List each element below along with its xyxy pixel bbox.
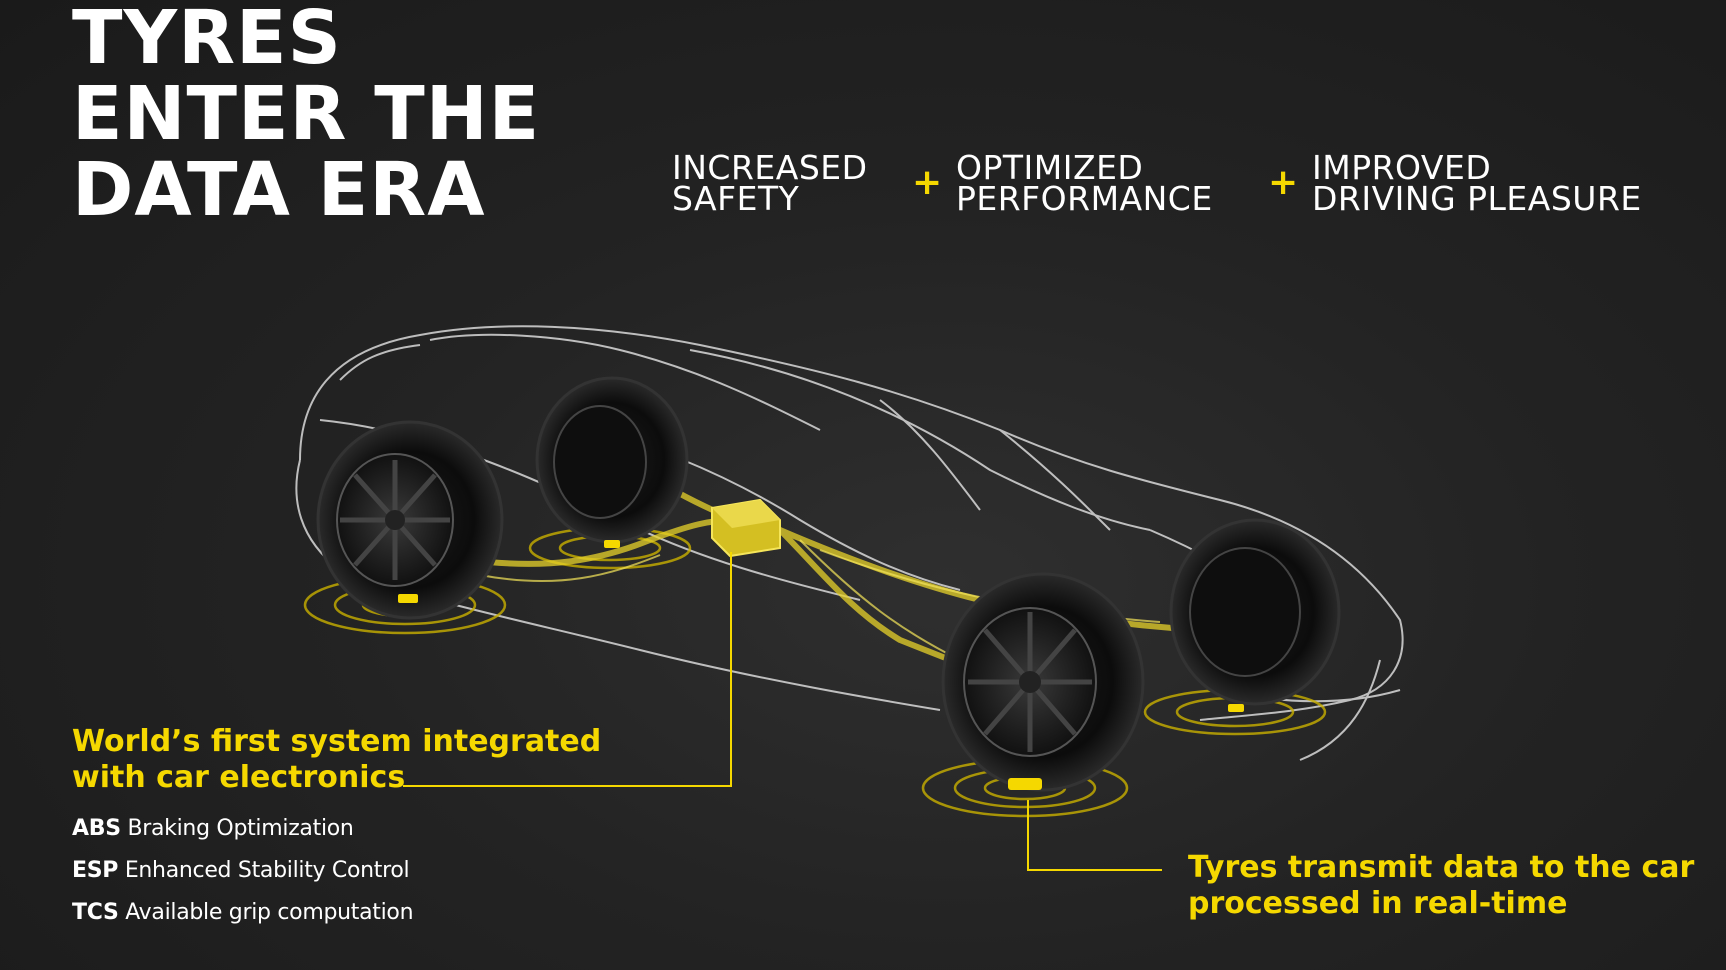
system-desc: Available grip computation — [125, 900, 414, 925]
tyre-front-left-icon — [535, 376, 689, 544]
plus-separator-1: + — [912, 162, 943, 203]
system-item-tcs: TCS Available grip computation — [72, 892, 414, 934]
callout-left-line-2: with car electronics — [72, 760, 406, 795]
leader-lines — [403, 552, 1162, 871]
system-abbr: ABS — [72, 816, 121, 841]
tyre-rear-left-icon — [316, 420, 504, 620]
system-list: ABS Braking Optimization ESP Enhanced St… — [72, 808, 414, 934]
headline-line-3: DATA ERA — [72, 147, 486, 233]
system-desc: Enhanced Stability Control — [124, 858, 410, 883]
callout-right-title: Tyres transmit data to the car processed… — [1188, 850, 1694, 922]
benefit-driving-pleasure: IMPROVED DRIVING PLEASURE — [1312, 148, 1642, 218]
benefit-safety: INCREASED SAFETY — [672, 148, 868, 218]
benefit-performance: OPTIMIZED PERFORMANCE — [956, 148, 1213, 218]
benefit-safety-line-1: INCREASED — [672, 148, 868, 187]
benefits-bar: INCREASED SAFETY + OPTIMIZED PERFORMANCE… — [672, 148, 1706, 222]
plus-separator-2: + — [1268, 162, 1299, 203]
ecu-module-icon — [711, 498, 781, 558]
benefit-driving-line-2: DRIVING PLEASURE — [1312, 179, 1642, 218]
tyre-front-right-icon — [941, 572, 1145, 792]
system-abbr: ESP — [72, 858, 119, 883]
system-desc: Braking Optimization — [127, 816, 354, 841]
callout-right-line-2: processed in real-time — [1188, 886, 1568, 921]
benefit-safety-line-2: SAFETY — [672, 179, 800, 218]
tyre-sensor-icon — [398, 540, 1244, 790]
system-item-esp: ESP Enhanced Stability Control — [72, 850, 413, 892]
headline-line-2: ENTER THE — [72, 71, 541, 157]
callout-left-title: World’s first system integrated with car… — [72, 724, 601, 796]
benefit-performance-line-2: PERFORMANCE — [956, 179, 1213, 218]
benefit-performance-line-1: OPTIMIZED — [956, 148, 1144, 187]
headline-line-1: TYRES — [72, 0, 342, 81]
callout-right-line-1: Tyres transmit data to the car — [1188, 850, 1695, 885]
system-abbr: TCS — [72, 900, 119, 925]
tyre-rear-right-icon — [1169, 518, 1341, 706]
system-item-abs: ABS Braking Optimization — [72, 808, 413, 850]
headline: TYRES ENTER THE DATA ERA — [72, 0, 540, 228]
benefit-driving-line-1: IMPROVED — [1312, 148, 1492, 187]
callout-left-line-1: World’s first system integrated — [72, 724, 602, 759]
